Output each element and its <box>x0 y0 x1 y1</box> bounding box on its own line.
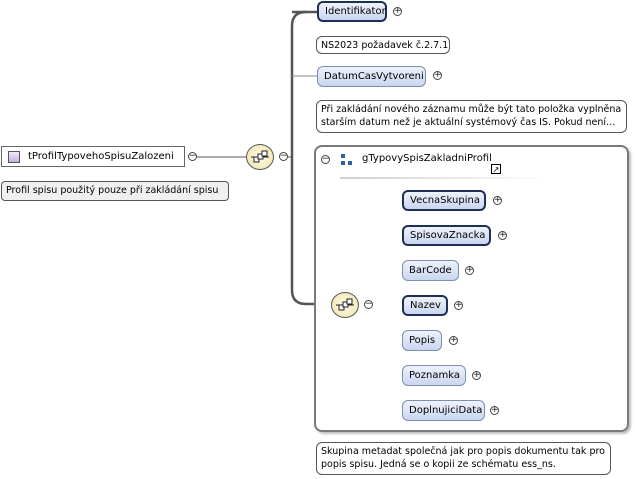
datum-doc-line2: starším datum než je aktuální systémový … <box>321 117 616 128</box>
datum-doc-line1: Při zakládání nového záznamu může být ta… <box>321 104 622 115</box>
group-collapse-icon[interactable]: − <box>321 154 330 164</box>
inner-sequence-glyph <box>336 298 354 311</box>
element-identifikator[interactable]: Identifikator <box>317 1 387 22</box>
poznamka-expand-icon[interactable]: + <box>472 370 481 380</box>
seq-main-branch <box>290 10 331 306</box>
element-doplnujici-data[interactable]: DoplnujiciData <box>402 400 485 421</box>
nazev-label: Nazev <box>410 300 441 311</box>
nazev-expand-icon[interactable]: + <box>454 300 463 310</box>
doplnujici-data-label: DoplnujiciData <box>409 405 483 416</box>
root-type-label: tProfilTypovehoSpisuZalozeni <box>28 151 174 162</box>
identifikator-label: Identifikator <box>325 6 386 17</box>
element-datum-cas-vytvoreni[interactable]: DatumCasVytvoreni <box>317 66 426 87</box>
element-popis[interactable]: Popis <box>402 330 442 351</box>
sequence-collapse-icon[interactable]: − <box>279 151 288 161</box>
root-doc-text: Profil spisu použitý pouze při zakládání… <box>6 185 219 196</box>
datum-doc: Při zakládání nového záznamu může být ta… <box>316 100 627 133</box>
root-doc: Profil spisu použitý pouze při zakládání… <box>1 181 229 201</box>
element-poznamka[interactable]: Poznamka <box>402 365 466 386</box>
identifikator-doc-text: NS2023 požadavek č.2.7.1 <box>321 40 449 51</box>
bar-code-label: BarCode <box>409 265 452 276</box>
vecna-skupina-expand-icon[interactable]: + <box>493 195 502 205</box>
identifikator-doc: NS2023 požadavek č.2.7.1 <box>316 36 450 54</box>
sequence-glyph <box>251 150 269 163</box>
element-nazev[interactable]: Nazev <box>402 295 448 316</box>
element-bar-code[interactable]: BarCode <box>402 260 459 281</box>
spisova-znacka-expand-icon[interactable]: + <box>498 230 507 240</box>
group-icon <box>341 154 352 165</box>
datum-label: DatumCasVytvoreni <box>324 71 424 82</box>
group-label[interactable]: gTypovySpisZakladniProfil <box>362 153 492 164</box>
sequence-compositor-icon[interactable] <box>246 144 274 170</box>
datum-expand-icon[interactable]: + <box>433 70 442 80</box>
group-box <box>314 145 629 432</box>
inner-sequence-compositor-icon[interactable] <box>331 292 359 318</box>
inner-sequence-collapse-icon[interactable]: − <box>364 299 373 309</box>
root-collapse-icon[interactable]: − <box>188 151 197 161</box>
identifikator-expand-icon[interactable]: + <box>393 6 402 16</box>
doplnujici-data-expand-icon[interactable]: + <box>490 405 499 415</box>
group-underline <box>340 177 550 179</box>
bar-code-expand-icon[interactable]: + <box>465 265 474 275</box>
group-doc-line2: popis spisu. Jedná se o kopii ze schémat… <box>321 459 556 470</box>
spisova-znacka-label: SpisovaZnacka <box>410 230 486 241</box>
vecna-skupina-label: VecnaSkupina <box>410 195 480 206</box>
group-doc-line1: Skupina metadat společná jak pro popis d… <box>321 446 605 457</box>
element-vecna-skupina[interactable]: VecnaSkupina <box>402 190 486 211</box>
poznamka-label: Poznamka <box>409 370 460 381</box>
element-spisova-znacka[interactable]: SpisovaZnacka <box>402 225 491 246</box>
popis-label: Popis <box>409 335 436 346</box>
root-type-node[interactable]: tProfilTypovehoSpisuZalozeni <box>1 146 185 167</box>
popis-expand-icon[interactable]: + <box>449 335 458 345</box>
group-doc: Skupina metadat společná jak pro popis d… <box>316 442 611 475</box>
complex-type-icon <box>8 150 20 163</box>
group-link-icon[interactable]: ↗ <box>491 164 501 174</box>
